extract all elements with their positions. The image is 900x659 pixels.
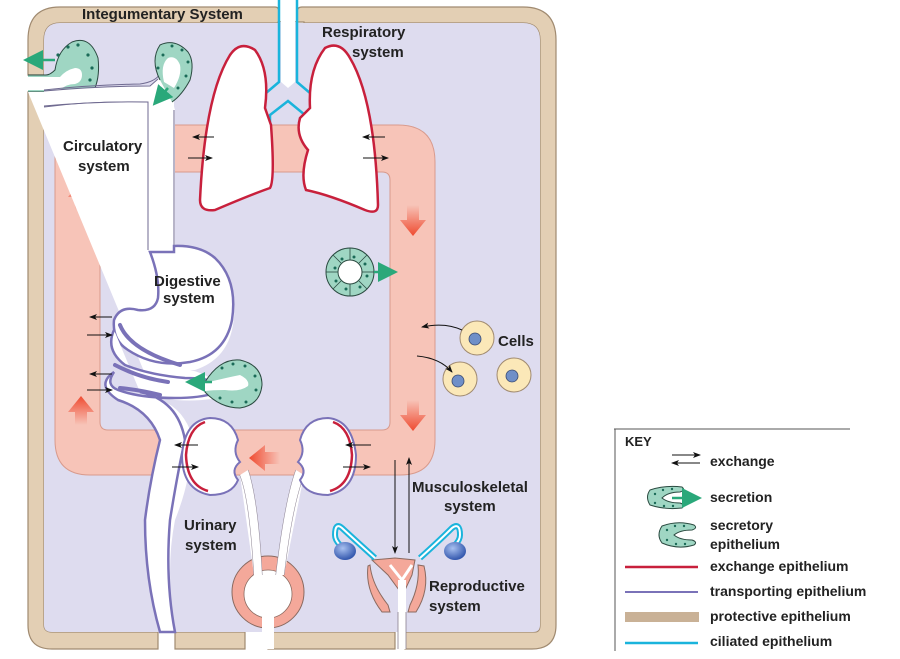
stomach [112,244,235,365]
flow-arrow-down-upper [400,205,426,236]
label-urinary-1: Urinary [184,517,237,534]
label-digestive-2: system [163,290,215,307]
label-digestive-1: Digestive [154,273,221,290]
body-cells [416,320,532,397]
label-reproductive-2: system [429,598,481,615]
label-musculoskeletal-2: system [444,498,496,515]
digestive-exchange-arrows [87,314,113,393]
key-label-exchange: exchange [710,453,775,469]
key-label-ciliated-epithelium: ciliated epithelium [710,633,832,649]
endocrine-gland [325,247,398,297]
label-cells: Cells [498,333,534,350]
lung-exchange-arrows [188,134,389,161]
key-label-secretion: secretion [710,489,772,505]
label-respiratory-2: system [352,44,404,61]
right-lung [297,44,380,213]
label-circulatory-1: Circulatory [63,138,143,155]
key-title: KEY [625,434,652,449]
key-exchange-icon [671,452,701,466]
key-label-transporting-epithelium: transporting epithelium [710,583,866,599]
right-kidney [296,416,358,497]
label-respiratory-1: Respiratory [322,24,406,41]
skin-sweat-gland [23,39,100,99]
musculoskeletal-arrows [392,457,412,554]
label-integumentary: Integumentary System [82,6,243,23]
key-label-secretory-1: secretory [710,517,773,533]
kidney-exchange-arrows [172,442,371,470]
respiratory-system [198,0,380,213]
digestive-system [28,42,263,634]
label-circulatory-2: system [78,158,130,175]
label-urinary-2: system [185,537,237,554]
urinary-system [180,416,358,649]
key-secretory-epithelium-icon [658,522,697,548]
flow-arrow-down-lower [400,400,426,431]
left-kidney [180,416,242,497]
key-label-secretory-2: epithelium [710,536,780,552]
left-lung [198,44,275,212]
label-musculoskeletal-1: Musculoskeletal [412,479,528,496]
key-protective-epithelium-swatch [625,612,699,622]
flow-arrow-up-lower [68,396,94,425]
label-reproductive-1: Reproductive [429,578,525,595]
key-secretion-icon [647,485,702,510]
key-label-exchange-epithelium: exchange epithelium [710,558,848,574]
flow-arrow-left [249,445,280,471]
key-legend: KEY exchange secretion secretory epithel… [614,428,866,651]
reproductive-system [331,523,466,649]
key-label-protective-epithelium: protective epithelium [710,608,851,624]
